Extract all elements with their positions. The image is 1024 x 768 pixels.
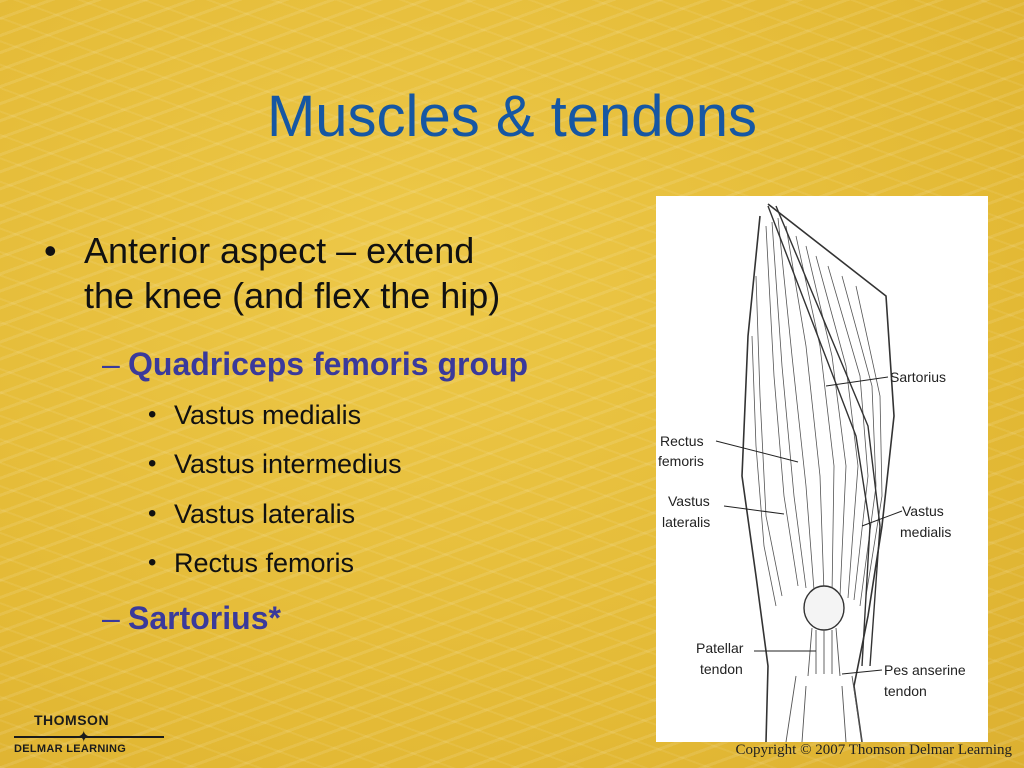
label-vastus-lat-2: lateralis — [662, 514, 710, 530]
slide-title: Muscles & tendons — [266, 84, 758, 149]
thigh-anatomy-figure: Sartorius Rectus femoris Vastus laterali… — [656, 196, 988, 742]
dash-marker: – — [102, 600, 120, 636]
quadriceps-group-heading: – Quadriceps femoris group — [102, 344, 529, 384]
sartorius-heading: – Sartorius* — [102, 598, 281, 638]
main-bullet-line-1: Anterior aspect – extend — [84, 230, 475, 271]
list-item-label: Vastus intermedius — [174, 449, 402, 479]
logo-top-text: THOMSON — [34, 712, 110, 728]
dash-marker: – — [102, 346, 120, 382]
logo-bottom-text: DELMAR LEARNING — [14, 743, 127, 755]
bullet-marker: • — [44, 230, 57, 271]
label-rectus-1: Rectus — [660, 433, 704, 449]
bullet-marker: • — [148, 450, 157, 477]
list-item: • Vastus lateralis — [148, 498, 356, 530]
list-item-label: Vastus medialis — [174, 400, 362, 430]
list-item-label: Vastus lateralis — [174, 499, 356, 529]
label-vastus-med-2: medialis — [900, 524, 951, 540]
label-patellar-2: tendon — [700, 661, 743, 677]
thomson-delmar-logo: THOMSON ✦ DELMAR LEARNING — [14, 712, 174, 762]
quadriceps-group-label: Quadriceps femoris group — [128, 346, 529, 382]
list-item: • Rectus femoris — [148, 547, 355, 579]
label-pes-anserine-1: Pes anserine — [884, 662, 966, 678]
label-vastus-lat-1: Vastus — [668, 493, 710, 509]
list-item: • Vastus medialis — [148, 399, 362, 431]
sartorius-label: Sartorius* — [128, 600, 281, 636]
list-item: • Vastus intermedius — [148, 448, 402, 480]
list-item-label: Rectus femoris — [174, 548, 355, 578]
label-rectus-2: femoris — [658, 453, 704, 469]
label-patellar-1: Patellar — [696, 640, 744, 656]
main-bullet-line-2: the knee (and flex the hip) — [84, 275, 501, 316]
thigh-muscle-illustration: Sartorius Rectus femoris Vastus laterali… — [658, 203, 966, 742]
bullet-marker: • — [148, 500, 157, 527]
bullet-marker: • — [148, 549, 157, 576]
label-pes-anserine-2: tendon — [884, 683, 927, 699]
label-vastus-med-1: Vastus — [902, 503, 944, 519]
logo-divider — [14, 736, 164, 738]
bullet-marker: • — [148, 401, 157, 428]
main-bullet: • Anterior aspect – extend the knee (and… — [44, 228, 644, 318]
star-icon: ✦ — [77, 729, 91, 746]
label-sartorius: Sartorius — [890, 369, 946, 385]
copyright-notice: Copyright © 2007 Thomson Delmar Learning — [735, 742, 1013, 758]
